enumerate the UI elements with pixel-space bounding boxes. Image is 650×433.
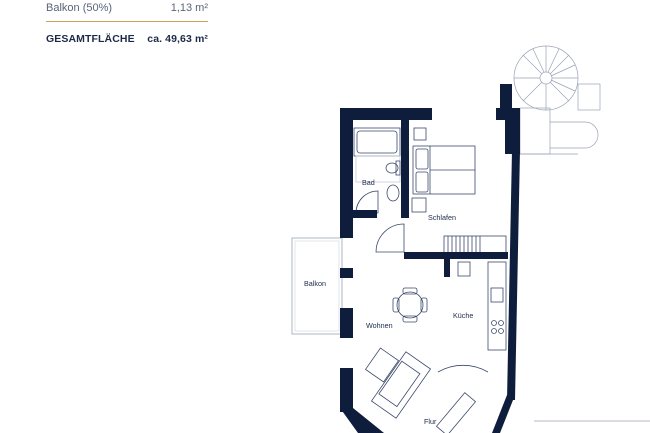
balkon-area-value: 1,13 m² [170, 2, 208, 14]
walls [340, 84, 520, 433]
balkon-area-label: Balkon (50%) [46, 2, 113, 14]
room-label-kueche: Küche [453, 311, 473, 320]
spiral-staircase [513, 45, 601, 155]
total-area-label: GESAMTFLÄCHE [46, 33, 135, 45]
room-label-bad: Bad [362, 178, 375, 187]
living-furniture [364, 287, 489, 433]
bedroom-furniture [375, 127, 507, 255]
room-label-schlafen: Schlafen [428, 213, 456, 222]
room-label-flur: Flur [424, 417, 437, 426]
kitchen-fixtures [457, 261, 507, 351]
total-area-row: GESAMTFLÄCHE ca. 49,63 m² [46, 33, 208, 45]
total-area-value: ca. 49,63 m² [147, 33, 208, 45]
room-label-balkon: Balkon [304, 279, 326, 288]
balcony [291, 237, 343, 335]
room-label-wohnen: Wohnen [366, 321, 393, 330]
bathroom-fixtures [353, 127, 401, 214]
summary-divider [46, 21, 208, 22]
balkon-area-row: Balkon (50%) 1,13 m² [46, 2, 208, 14]
